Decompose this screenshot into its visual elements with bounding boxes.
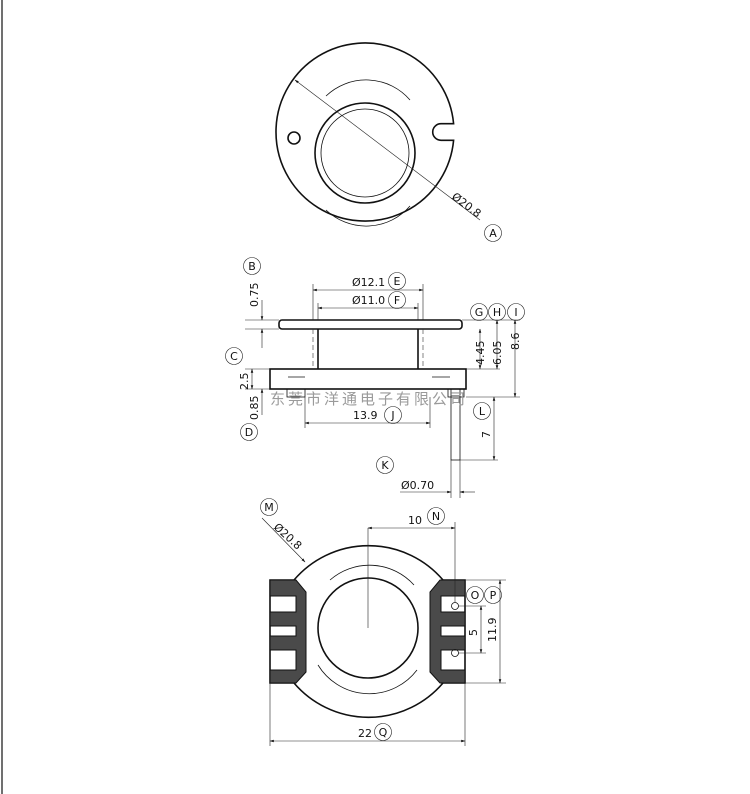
top-view-inner-ring	[320, 108, 410, 198]
ref-C-label: C	[230, 350, 238, 363]
bottom-view: Ø20.8 M 10 N O P 5 11.9 22	[260, 498, 506, 746]
ref-J-label: J	[390, 409, 394, 422]
ref-B-label: B	[248, 260, 256, 273]
ref-circle-A	[484, 224, 502, 242]
ref-N-label: N	[432, 510, 440, 523]
dim-flange-thickness: 0.75	[248, 283, 261, 308]
ref-circle-P	[484, 586, 502, 604]
dim-085: 0.85	[248, 396, 261, 421]
dim-605: 6.05	[491, 341, 504, 366]
dim-inner-diameter: Ø11.0	[352, 294, 385, 307]
dim-outer-diameter: Ø12.1	[352, 276, 385, 289]
top-view-ring-arc-2	[325, 205, 411, 227]
top-view-hole	[287, 131, 301, 145]
bottom-view-diameter-label: Ø20.8	[271, 521, 304, 553]
dim-pin-length: 7	[480, 431, 493, 438]
ref-circle-D	[240, 423, 258, 441]
side-view-base	[269, 368, 467, 390]
top-view-inner-circle	[314, 102, 416, 204]
side-view-upper-flange	[278, 319, 463, 330]
bottom-view-pin-hole-1	[451, 602, 459, 610]
ref-circle-J	[384, 406, 402, 424]
bottom-view-left-rail	[269, 579, 307, 684]
bottom-view-pin-hole-2	[451, 649, 459, 657]
dim-86: 8.6	[509, 333, 522, 351]
ref-circle-E	[388, 272, 406, 290]
ref-circle-I	[507, 303, 525, 321]
ref-H-label: H	[493, 306, 501, 319]
top-view-outer-outline	[275, 42, 455, 222]
ref-circle-B	[243, 257, 261, 275]
ref-K-label: K	[381, 459, 389, 472]
ref-circle-Q	[374, 723, 392, 741]
ref-G-label: G	[475, 306, 484, 319]
ref-L-label: L	[479, 405, 486, 418]
ref-circle-K	[376, 456, 394, 474]
ref-circle-H	[488, 303, 506, 321]
ref-circle-C	[225, 347, 243, 365]
top-view-ring-arc-1	[325, 79, 411, 101]
top-view-diameter-line	[294, 79, 481, 221]
dim-width: 22	[358, 727, 372, 740]
side-view-pin	[450, 388, 461, 461]
ref-O-label: O	[471, 589, 480, 602]
bottom-view-ring-arc-2	[317, 664, 418, 695]
company-watermark: 东莞市洋通电子有限公司	[270, 390, 468, 408]
ref-circle-N	[427, 507, 445, 525]
ref-I-label: I	[514, 306, 517, 319]
dim-pin-span: 13.9	[353, 409, 378, 422]
side-view: 0.75 B 2.5 C 0.85 D Ø12.1 E Ø11.0 F	[225, 257, 525, 498]
ref-circle-L	[473, 402, 491, 420]
dim-base-thickness: 2.5	[238, 373, 251, 391]
bottom-view-right-rail	[429, 579, 466, 684]
dim-m-leader	[261, 517, 306, 563]
ref-A-label: A	[489, 227, 497, 240]
ref-M-label: M	[264, 501, 274, 514]
ref-E-label: E	[394, 275, 401, 288]
top-view-diameter-label: Ø20.8	[449, 190, 483, 220]
ref-D-label: D	[245, 426, 253, 439]
bottom-view-ring-arc-1	[329, 564, 415, 586]
ref-Q-label: Q	[379, 726, 388, 739]
ref-circle-M	[260, 498, 278, 516]
top-view: Ø20.8 A	[275, 42, 502, 242]
dim-offset: 10	[408, 514, 422, 527]
side-view-foot-left	[286, 388, 306, 398]
dim-pin-pitch: 5	[467, 629, 480, 636]
ref-circle-O	[466, 586, 484, 604]
dim-height: 11.9	[486, 618, 499, 643]
dim-pin-diameter: Ø0.70	[401, 479, 434, 492]
ref-circle-F	[388, 291, 406, 309]
ref-P-label: P	[490, 589, 497, 602]
ref-F-label: F	[394, 294, 400, 307]
ref-circle-G	[470, 303, 488, 321]
dim-445: 4.45	[474, 341, 487, 366]
